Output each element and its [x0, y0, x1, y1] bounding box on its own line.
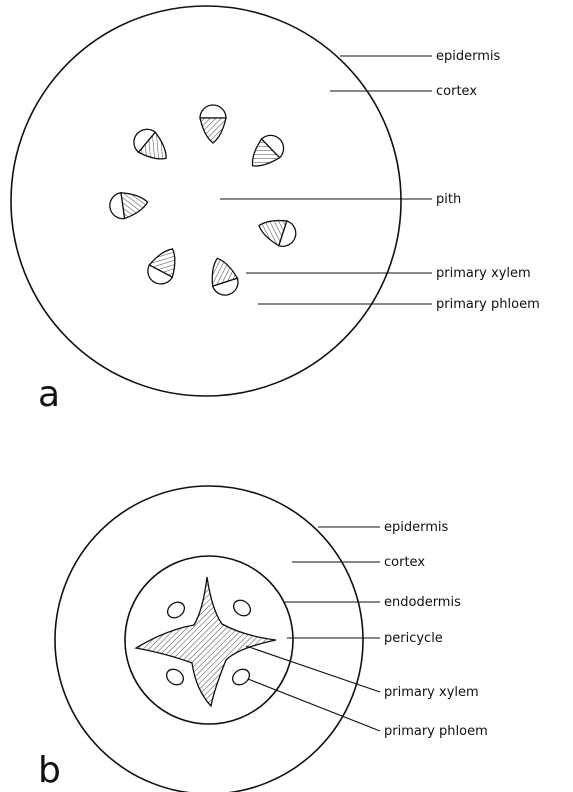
panel-letter-b: b	[38, 750, 61, 791]
label-pericycle-b: pericycle	[384, 631, 443, 646]
panel-b: epidermis cortex endodermis pericycle pr…	[38, 486, 488, 792]
vascular-bundle	[255, 213, 299, 249]
vascular-bundle	[108, 189, 149, 220]
phloem-patch	[165, 599, 188, 621]
stem-epidermis-outline	[11, 6, 401, 396]
panel-letter-a: a	[38, 374, 60, 415]
label-epidermis-b: epidermis	[384, 520, 449, 535]
label-primary-phloem-a: primary phloem	[436, 297, 540, 312]
vascular-bundle	[205, 254, 241, 298]
vascular-bundle	[143, 243, 184, 289]
vascular-bundle	[200, 105, 226, 143]
vascular-bundle	[244, 130, 289, 175]
label-primary-phloem-b: primary phloem	[384, 724, 488, 739]
xylem-star	[136, 577, 276, 706]
label-cortex-a: cortex	[436, 84, 477, 99]
phloem-patch	[231, 597, 254, 619]
label-cortex-b: cortex	[384, 555, 425, 570]
label-pith-a: pith	[436, 192, 461, 207]
label-epidermis-a: epidermis	[436, 49, 501, 64]
label-primary-xylem-b: primary xylem	[384, 685, 479, 700]
vascular-bundle	[129, 124, 175, 168]
label-endodermis-b: endodermis	[384, 595, 461, 610]
label-primary-xylem-a: primary xylem	[436, 266, 531, 281]
phloem-patch	[164, 666, 187, 688]
panel-a: epidermis cortex pith primary xylem prim…	[11, 6, 540, 415]
phloem-patch	[230, 666, 253, 688]
phloem-leader-b	[248, 679, 380, 731]
